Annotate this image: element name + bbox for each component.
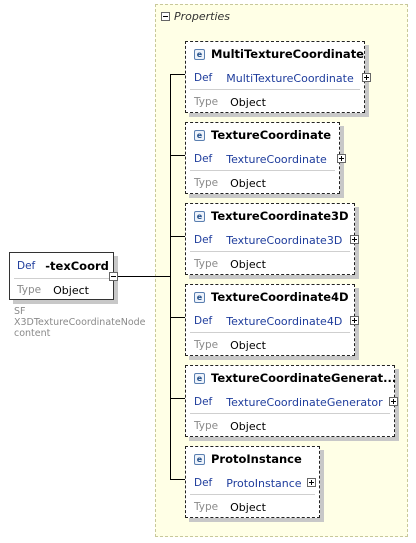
def-tag: Def <box>194 477 213 489</box>
connector-branch-1 <box>170 74 185 75</box>
annotation-cardinality: SF <box>14 306 26 317</box>
child-title: TextureCoordinate3D <box>211 209 349 223</box>
divider <box>190 332 350 333</box>
divider <box>190 89 360 90</box>
def-tag: Def <box>194 396 213 408</box>
type-tag: Type <box>194 258 219 270</box>
divider <box>190 251 350 252</box>
child-title: TextureCoordinate4D <box>211 290 349 304</box>
type-value: Object <box>230 95 266 109</box>
expand-icon[interactable] <box>362 73 371 82</box>
expand-icon[interactable] <box>337 154 346 163</box>
def-tag: Def <box>194 315 213 327</box>
element-icon: e <box>194 210 205 222</box>
def-value: TextureCoordinate3D <box>226 233 343 247</box>
connector-branch-6 <box>170 479 185 480</box>
connector-branch-5 <box>170 398 185 399</box>
divider <box>190 494 315 495</box>
element-icon: e <box>194 129 205 141</box>
type-tag: Type <box>194 501 219 513</box>
connector-branch-3 <box>170 236 185 237</box>
expand-icon[interactable] <box>350 316 359 325</box>
collapse-icon[interactable] <box>109 272 118 281</box>
def-value: TextureCoordinate4D <box>226 314 343 328</box>
properties-label: Properties <box>174 9 231 23</box>
child-title: ProtoInstance <box>211 452 302 466</box>
element-annotation: SF X3DTextureCoordinateNode content <box>14 306 146 339</box>
connector-branch-2 <box>170 155 185 156</box>
divider <box>14 278 109 279</box>
def-value: ProtoInstance <box>226 476 302 490</box>
def-tag: Def <box>194 153 213 165</box>
expand-icon[interactable] <box>307 478 316 487</box>
type-tag: Type <box>17 284 42 296</box>
type-tag: Type <box>194 177 219 189</box>
expand-icon[interactable] <box>389 397 398 406</box>
divider <box>190 170 335 171</box>
child-title: TextureCoordinate <box>211 128 332 142</box>
connector-main <box>114 276 170 277</box>
type-tag: Type <box>194 339 219 351</box>
connector-branch-4 <box>170 317 185 318</box>
type-value: Object <box>230 176 266 190</box>
child-texturecoordinategenerator[interactable]: e TextureCoordinateGenerat... Def TextureC… <box>185 365 398 437</box>
type-value: Object <box>53 283 89 297</box>
main-element-texcoord[interactable]: Def -texCoord Type Object <box>9 252 114 300</box>
type-value: Object <box>230 338 266 352</box>
properties-header[interactable]: Properties <box>161 9 230 23</box>
def-value: TextureCoordinate <box>226 152 327 166</box>
def-tag: Def <box>17 260 36 272</box>
annotation-content: content <box>14 328 51 339</box>
type-tag: Type <box>194 420 219 432</box>
type-value: Object <box>230 419 266 433</box>
child-title: TextureCoordinateGenerat... <box>211 371 397 385</box>
divider <box>190 413 390 414</box>
annotation-type: X3DTextureCoordinateNode <box>14 317 146 328</box>
child-title: MultiTextureCoordinate <box>210 47 364 61</box>
element-icon: e <box>194 453 205 465</box>
def-tag: Def <box>194 234 213 246</box>
type-value: Object <box>230 500 266 514</box>
element-icon: e <box>194 372 205 384</box>
def-value: MultiTextureCoordinate <box>226 71 354 85</box>
element-name: -texCoord <box>45 259 109 273</box>
type-tag: Type <box>194 96 219 108</box>
def-tag: Def <box>194 72 213 84</box>
collapse-icon[interactable] <box>161 11 170 21</box>
connector-vertical <box>170 74 171 480</box>
expand-icon[interactable] <box>350 235 359 244</box>
def-value: TextureCoordinateGenerator <box>226 395 383 409</box>
element-icon: e <box>194 291 205 303</box>
type-value: Object <box>230 257 266 271</box>
element-icon: e <box>194 48 205 60</box>
